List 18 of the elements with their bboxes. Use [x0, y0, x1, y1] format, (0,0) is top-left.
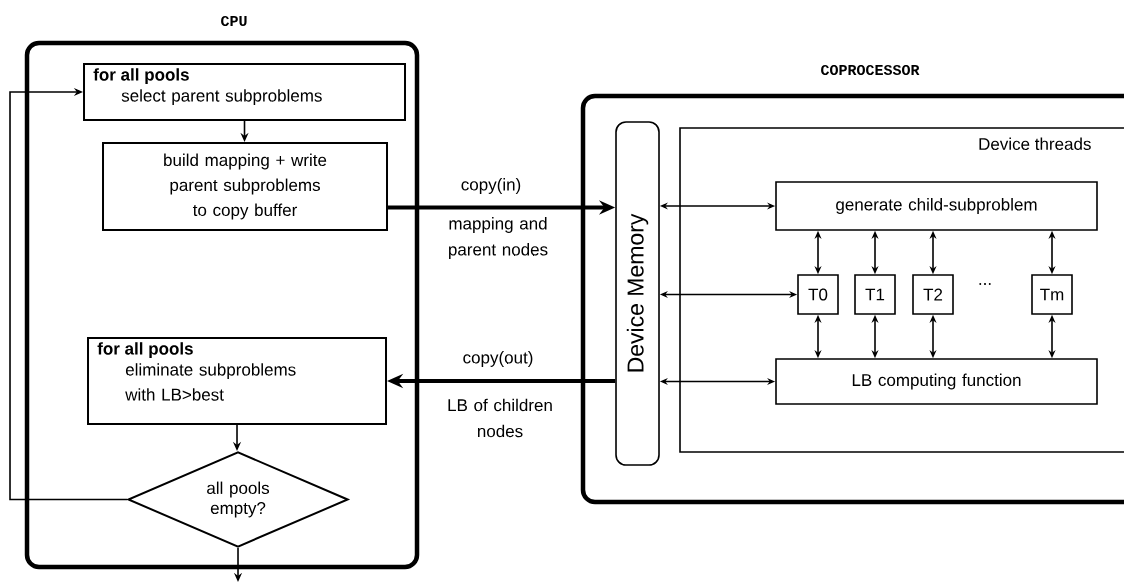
edge-label: copy(out): [463, 351, 533, 367]
edge-label: copy(in): [461, 178, 521, 194]
memory-bar: Device Memory: [615, 121, 660, 466]
process-box: Tm: [1031, 274, 1073, 315]
arrow: [9, 87, 128, 501]
process-box: LB computing function: [775, 358, 1098, 405]
process-box: generate child-subproblem: [775, 181, 1098, 231]
process-box: for all pools select parent subproblems: [83, 63, 406, 121]
note-label: LB of children nodes: [448, 398, 552, 438]
process-box: T0: [797, 274, 839, 315]
heading: COPROCESSOR: [821, 64, 920, 76]
note-label: mapping and parent nodes: [449, 217, 548, 259]
process-box: for all pools eliminate subproblems with LB>best: [87, 337, 387, 425]
process-box: T1: [854, 274, 896, 315]
note-label: ...: [979, 283, 991, 285]
heading: CPU: [221, 15, 247, 27]
process-box: T2: [912, 274, 954, 315]
process-box: build mapping + write parent subproblems to copy buffer: [102, 142, 388, 231]
